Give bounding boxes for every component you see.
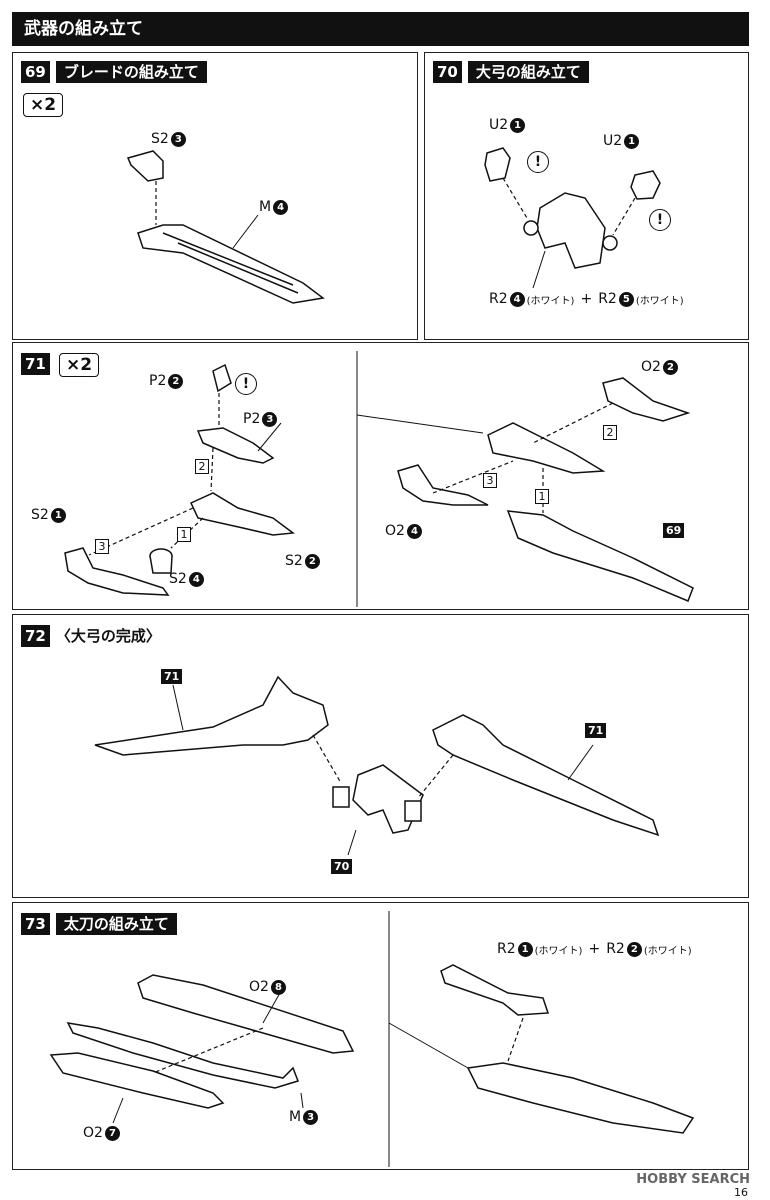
step-label: 〈大弓の完成〉 bbox=[55, 627, 161, 645]
multiplier-badge: ×2 bbox=[59, 353, 100, 377]
callout-69: 69 bbox=[663, 523, 685, 538]
step-70-title: 70 大弓の組み立て bbox=[433, 61, 589, 83]
panel-step-72: 72 〈大弓の完成〉 71 71 70 bbox=[12, 614, 749, 898]
watermark: HOBBY SEARCH bbox=[636, 1172, 750, 1187]
step-72-title: 72 〈大弓の完成〉 bbox=[21, 625, 161, 647]
callout-71-right: 71 bbox=[585, 723, 607, 738]
order-2: 2 bbox=[195, 459, 209, 474]
step-number: 71 bbox=[21, 353, 50, 375]
step-69-title: 69 ブレードの組み立て bbox=[21, 61, 207, 83]
multiplier-badge: ×2 bbox=[23, 93, 64, 117]
caution-icon: ! bbox=[235, 373, 257, 395]
bow-core-diagram bbox=[484, 147, 661, 289]
page-number: 16 bbox=[734, 1186, 748, 1199]
section-title: 武器の組み立て bbox=[24, 19, 143, 39]
step-label: ブレードの組み立て bbox=[55, 61, 207, 83]
callout-70: 70 bbox=[331, 859, 353, 874]
step-number: 73 bbox=[21, 913, 50, 935]
tachi-diagram bbox=[49, 911, 695, 1167]
step-label: 大弓の組み立て bbox=[467, 61, 589, 83]
callout-71-left: 71 bbox=[161, 669, 183, 684]
order-1: 1 bbox=[177, 527, 191, 542]
bow-arm-diagram bbox=[64, 351, 694, 607]
order-1: 1 bbox=[535, 489, 549, 504]
step-label: 太刀の組み立て bbox=[55, 913, 177, 935]
step-71-title: 71 bbox=[21, 353, 50, 375]
section-header: 武器の組み立て bbox=[12, 12, 749, 46]
blade-diagram bbox=[126, 150, 325, 304]
step-number: 70 bbox=[433, 61, 462, 83]
bow-complete-diagram bbox=[94, 675, 660, 856]
order-3: 3 bbox=[95, 539, 109, 554]
step-number: 69 bbox=[21, 61, 50, 83]
caution-icon: ! bbox=[527, 151, 549, 173]
step-number: 72 bbox=[21, 625, 50, 647]
order-3: 3 bbox=[483, 473, 497, 488]
step-73-title: 73 太刀の組み立て bbox=[21, 913, 177, 935]
caution-icon: ! bbox=[649, 209, 671, 231]
order-2: 2 bbox=[603, 425, 617, 440]
